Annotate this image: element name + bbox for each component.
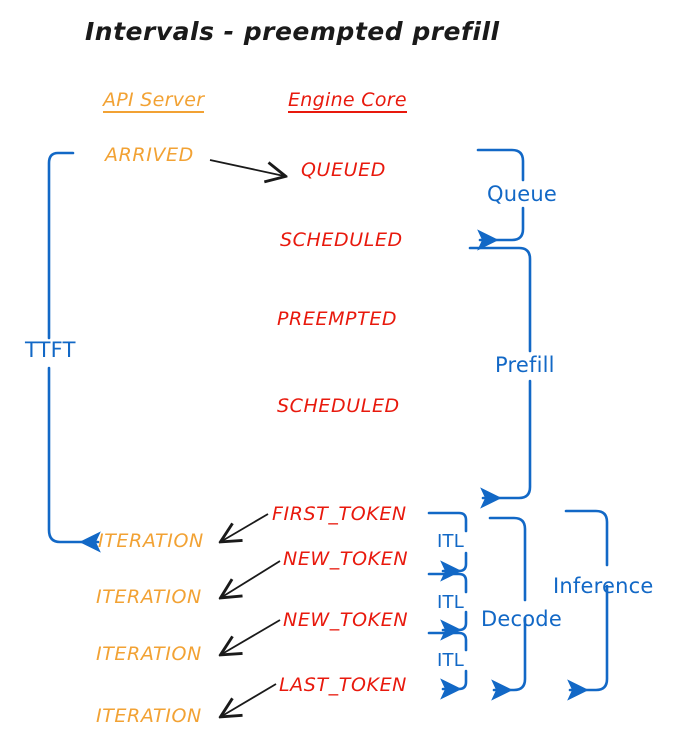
bracket-ttft xyxy=(47,151,101,553)
event-iteration-3: ITERATION xyxy=(96,643,202,665)
bracket-decode xyxy=(488,516,527,701)
arrow-new-token-to-iteration-2 xyxy=(222,619,281,654)
event-scheduled-1: SCHEDULED xyxy=(280,229,403,251)
bracket-inference xyxy=(564,509,609,701)
interval-label-prefill: Prefill xyxy=(495,353,555,377)
event-first-token: FIRST_TOKEN xyxy=(272,503,407,525)
event-last-token: LAST_TOKEN xyxy=(279,674,407,696)
interval-label-itl-2: ITL xyxy=(437,592,464,613)
event-iteration-2: ITERATION xyxy=(96,586,202,608)
event-scheduled-2: SCHEDULED xyxy=(277,395,400,417)
interval-label-queue: Queue xyxy=(487,182,557,206)
page-title: Intervals - preempted prefill xyxy=(85,17,500,46)
event-iteration-1: ITERATION xyxy=(98,530,204,552)
interval-label-ttft: TTFT xyxy=(25,338,76,362)
arrow-last-token-to-iteration xyxy=(222,683,277,716)
bracket-prefill xyxy=(468,246,532,509)
interval-label-itl-3: ITL xyxy=(437,650,464,671)
interval-label-itl-1: ITL xyxy=(437,531,464,552)
interval-label-inference: Inference xyxy=(553,574,654,598)
event-new-token-1: NEW_TOKEN xyxy=(283,548,409,570)
event-arrived: ARRIVED xyxy=(105,144,194,166)
event-preempted: PREEMPTED xyxy=(277,308,398,330)
event-iteration-4: ITERATION xyxy=(96,705,202,727)
column-header-engine-core: Engine Core xyxy=(288,89,407,113)
interval-label-decode: Decode xyxy=(481,607,562,631)
bracket-itl-2 xyxy=(427,572,468,641)
column-header-api-server: API Server xyxy=(103,89,205,113)
bracket-queue xyxy=(476,148,525,251)
arrow-arrived-to-queued xyxy=(209,159,284,176)
arrow-first-token-to-iteration xyxy=(222,513,269,541)
bracket-itl-1 xyxy=(427,511,468,582)
event-new-token-2: NEW_TOKEN xyxy=(283,609,409,631)
arrow-new-token-to-iteration-1 xyxy=(222,560,281,597)
bracket-itl-3 xyxy=(427,631,468,700)
event-queued: QUEUED xyxy=(301,159,387,181)
